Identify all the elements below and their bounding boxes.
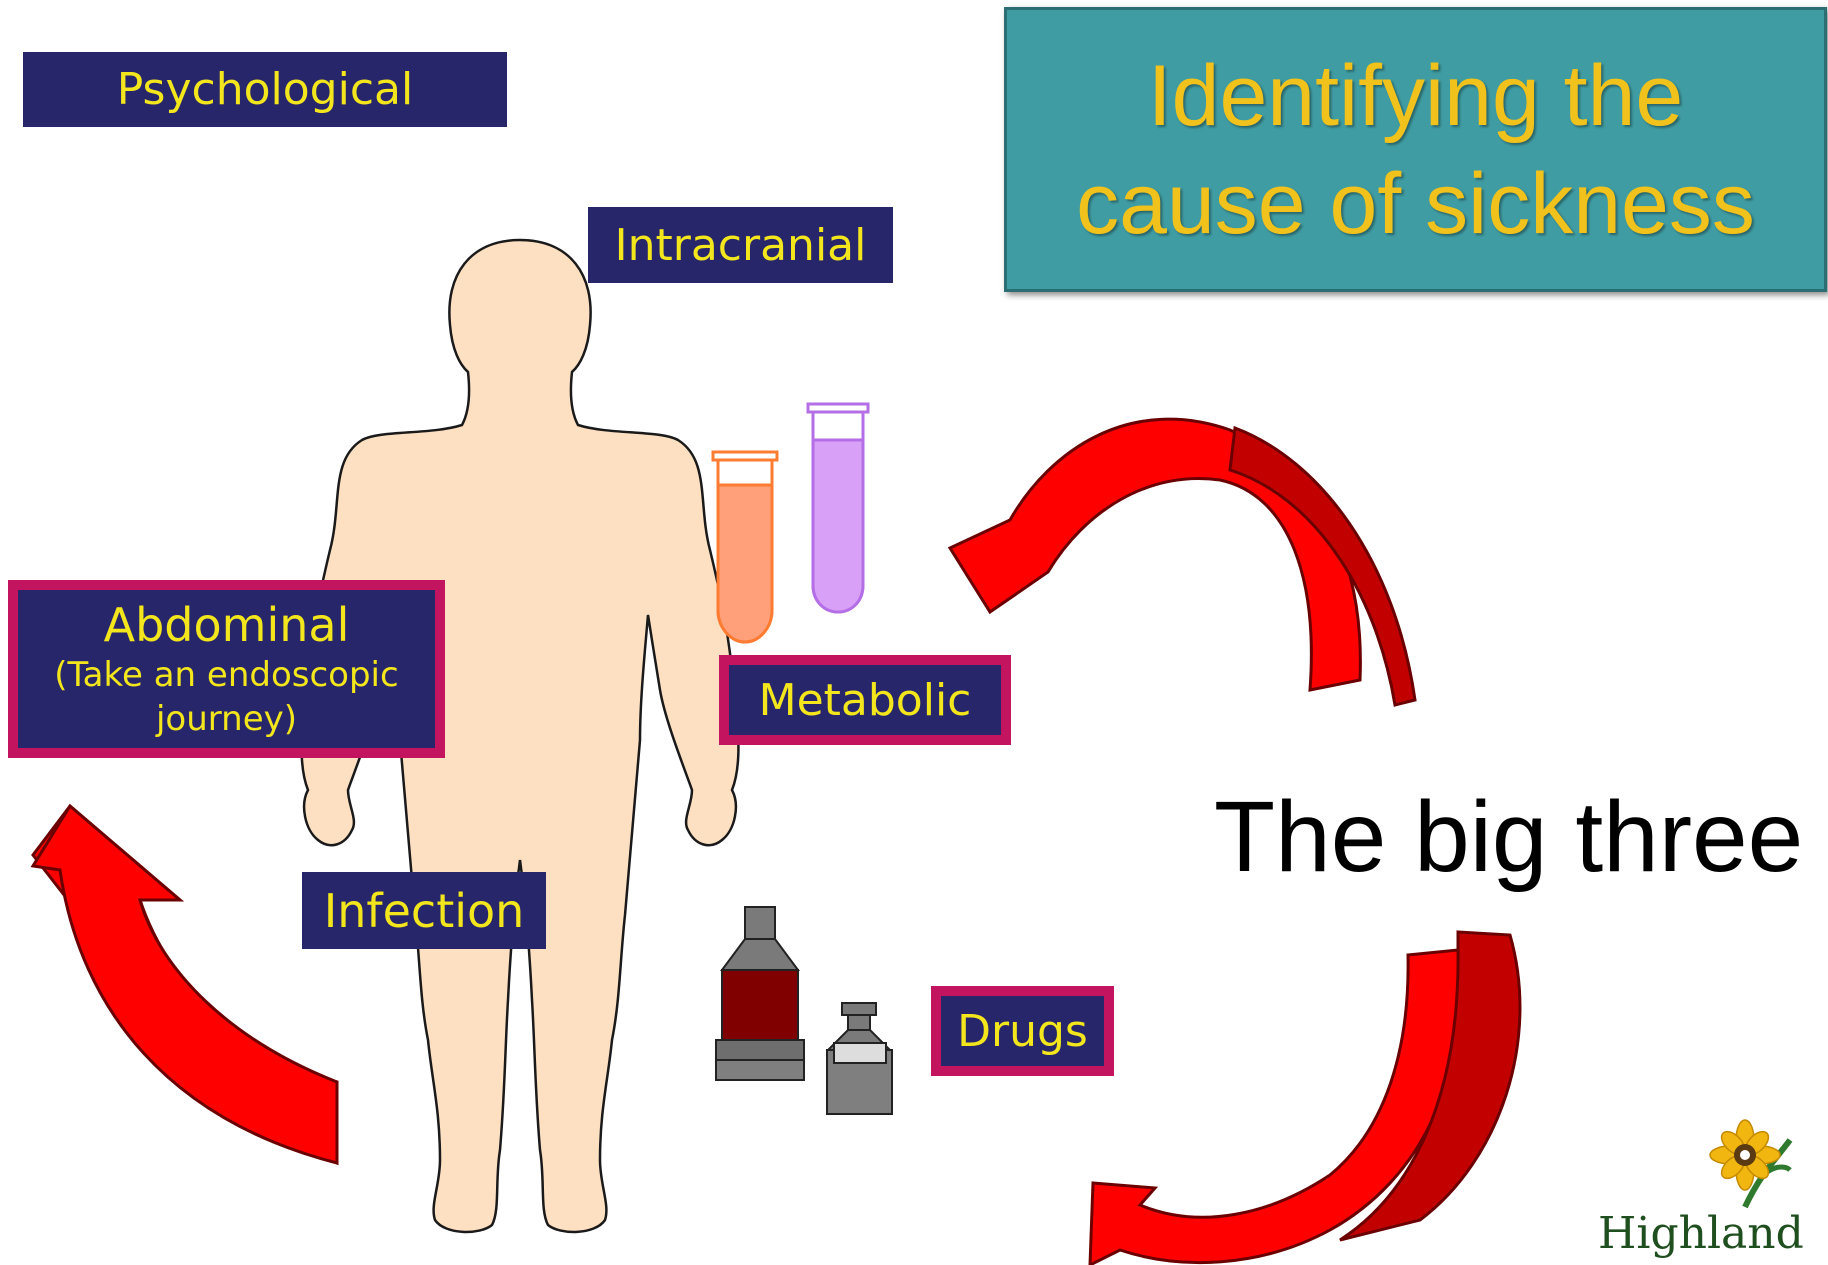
logo-text: Highland [1598, 1208, 1804, 1259]
test-tube-orange-icon [713, 452, 777, 642]
curved-arrow-bottom-right-icon [1090, 932, 1520, 1265]
label-intracranial: Intracranial [588, 207, 893, 283]
abdominal-subtitle-2: journey) [156, 697, 297, 741]
label-abdominal: Abdominal (Take an endoscopic journey) [8, 580, 445, 758]
curved-arrow-top-right-icon [950, 419, 1415, 705]
label-psychological: Psychological [23, 52, 507, 127]
label-metabolic: Metabolic [719, 655, 1011, 745]
sunflower-logo-icon [1710, 1120, 1790, 1207]
medicine-bottle-large-icon [716, 907, 804, 1080]
label-infection: Infection [302, 872, 546, 949]
abdominal-subtitle-1: (Take an endoscopic [54, 653, 398, 697]
abdominal-heading: Abdominal [104, 597, 350, 653]
curved-arrow-left-icon [33, 806, 337, 1163]
test-tube-purple-icon [808, 404, 868, 612]
label-drugs: Drugs [931, 986, 1114, 1076]
big-three-heading: The big three [1214, 780, 1803, 895]
medicine-bottle-small-icon [827, 1003, 892, 1114]
